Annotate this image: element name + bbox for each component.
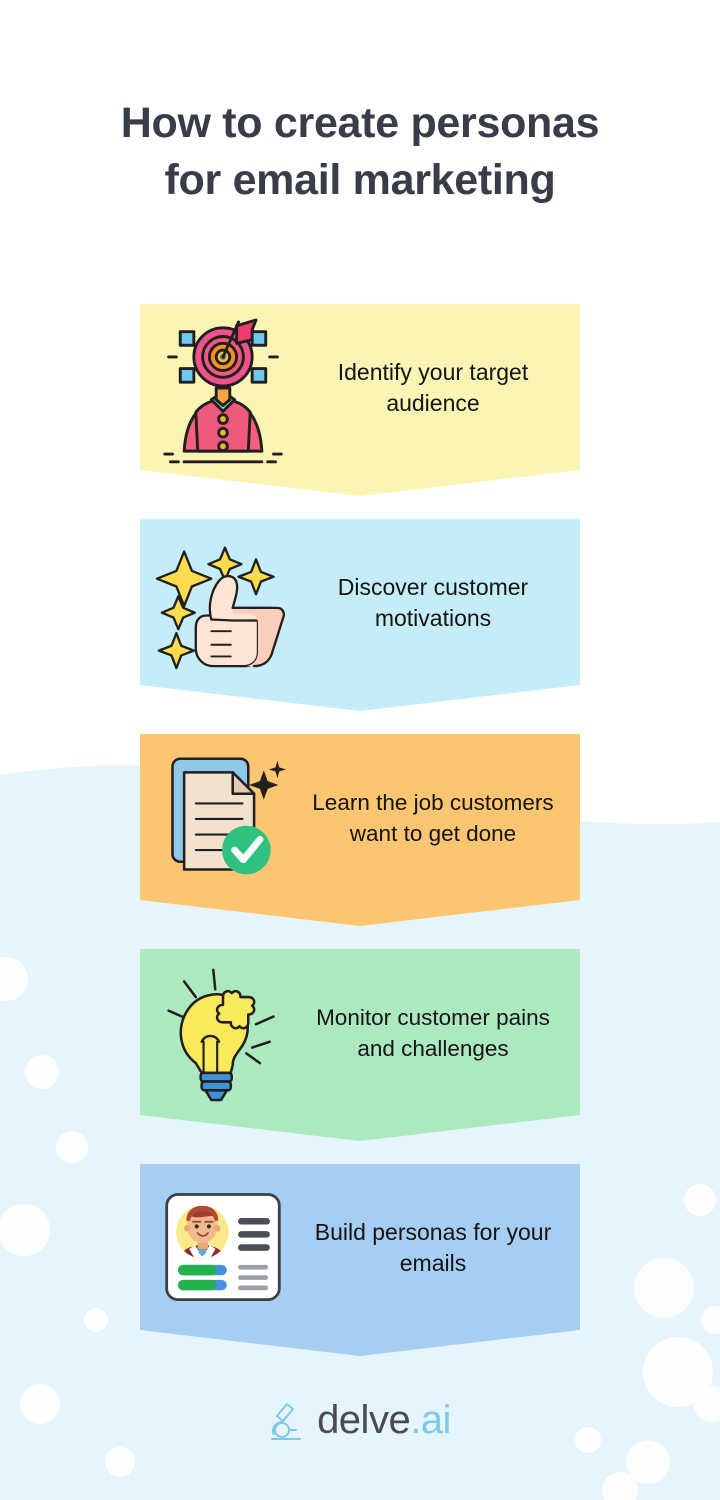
step-card-2[interactable]: Discover customer motivations bbox=[140, 519, 580, 711]
lightbulb-puzzle-icon bbox=[148, 949, 298, 1116]
page-title: How to create personas for email marketi… bbox=[120, 99, 600, 204]
brand-name: delve.ai bbox=[317, 1398, 451, 1443]
step-card-5[interactable]: Build personas for your emails bbox=[140, 1164, 580, 1356]
step-card-2-label: Discover customer motivations bbox=[337, 573, 529, 631]
step-card-1-label: Identify your target audience bbox=[337, 358, 529, 416]
target-person-icon bbox=[148, 304, 298, 471]
step-card-4[interactable]: Monitor customer pains and challenges bbox=[140, 949, 580, 1141]
brand-name-text: delve bbox=[317, 1398, 411, 1442]
brand-suffix-text: .ai bbox=[410, 1398, 451, 1442]
page-title-wrapper: How to create personas for email marketi… bbox=[0, 95, 720, 209]
step-card-5-label: Build personas for your emails bbox=[314, 1218, 552, 1276]
document-checkmark-icon bbox=[148, 734, 298, 901]
thumbs-up-sparkle-icon bbox=[148, 519, 298, 686]
step-card-3[interactable]: Learn the job customers want to get done bbox=[140, 734, 580, 926]
persona-card-icon bbox=[148, 1164, 298, 1331]
footer-brand[interactable]: delve.ai bbox=[0, 1398, 720, 1443]
step-card-3-label: Learn the job customers want to get done bbox=[312, 789, 554, 846]
microscope-icon bbox=[271, 1402, 302, 1440]
steps-list: Identify your target audience bbox=[0, 304, 720, 1379]
step-card-1[interactable]: Identify your target audience bbox=[140, 304, 580, 496]
step-card-4-label: Monitor customer pains and challenges bbox=[316, 1004, 550, 1061]
